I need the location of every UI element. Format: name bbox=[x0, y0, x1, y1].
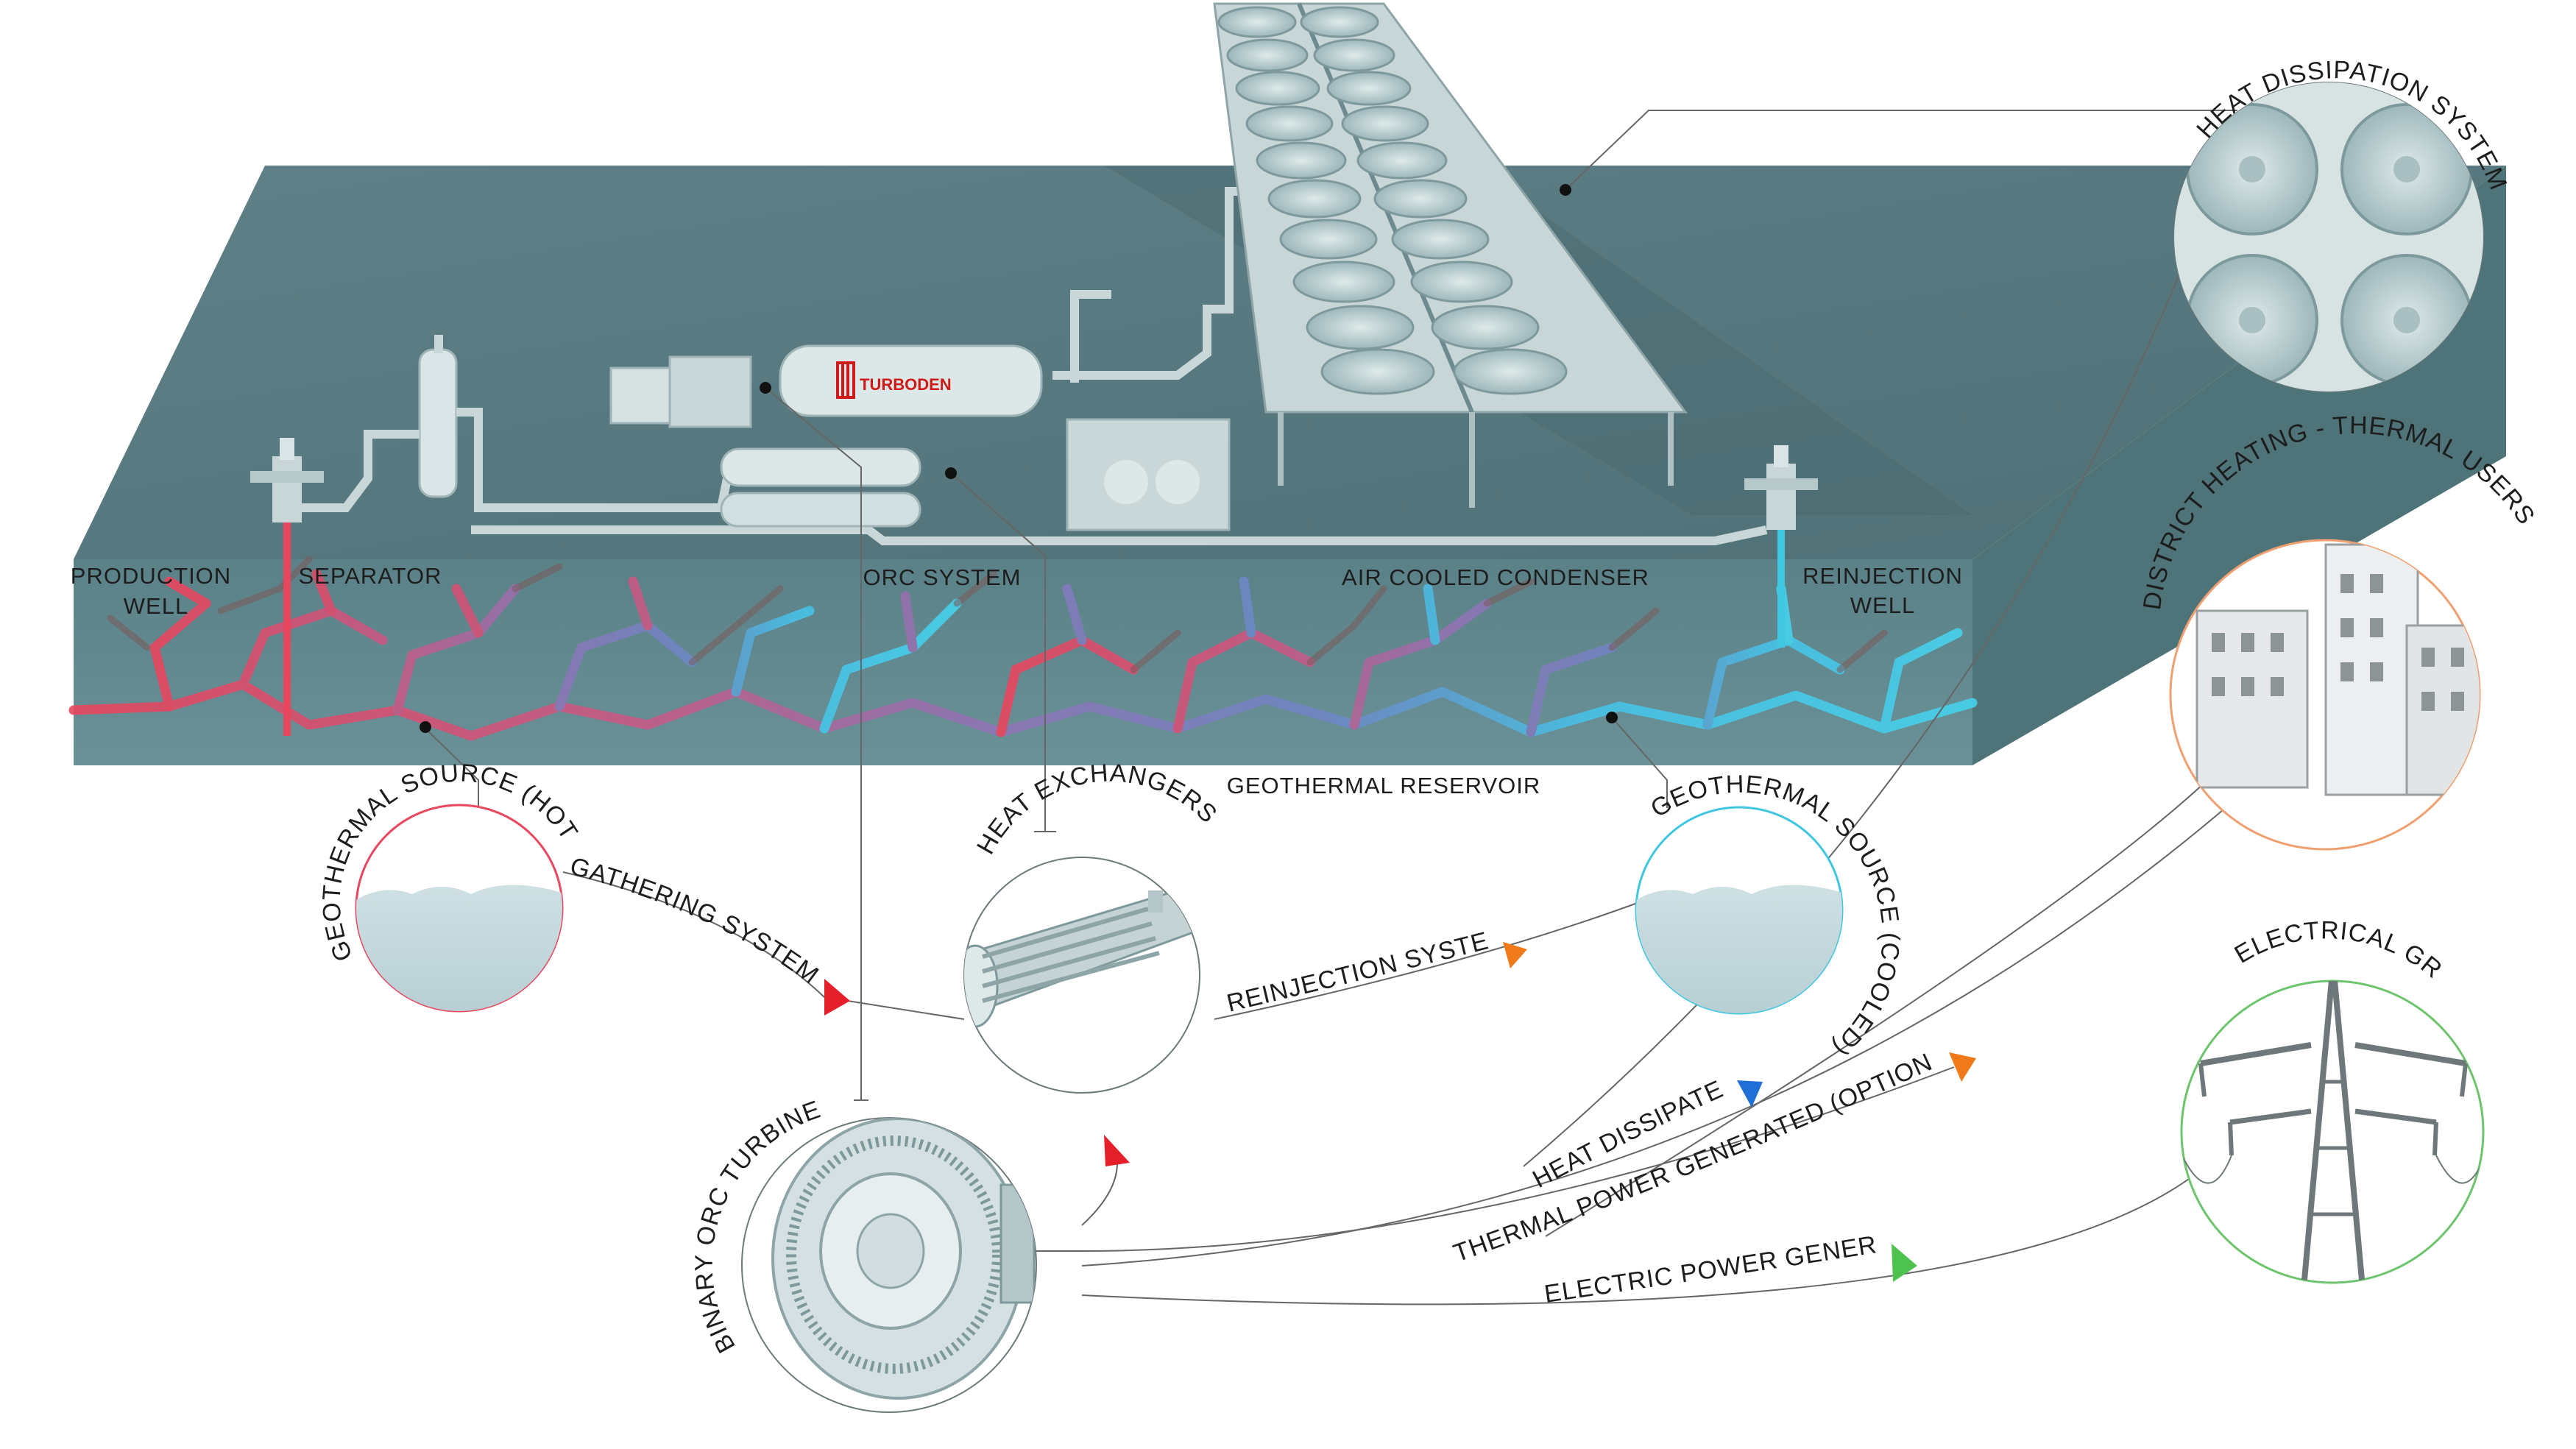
label-orc-system: ORC SYSTEM bbox=[863, 564, 1022, 590]
turboden-logo-text: TURBODEN bbox=[860, 375, 952, 394]
callout-heat-dissipation-system: HEAT DISSIPATION SYSTEM bbox=[2173, 56, 2512, 392]
plant-piping bbox=[302, 187, 1768, 545]
arrow-reinjection-icon bbox=[1503, 942, 1527, 968]
hot-water-icon bbox=[356, 885, 562, 1011]
label-production-well-line1: PRODUCTION bbox=[71, 563, 231, 589]
arrow-thermal-power-icon bbox=[1949, 1052, 1976, 1082]
arrow-turbine-icon bbox=[1104, 1135, 1130, 1166]
label-heat-exchangers: HEAT EXCHANGERS bbox=[972, 759, 1222, 859]
leader-lines bbox=[425, 110, 2275, 1305]
cooled-water-icon bbox=[1636, 885, 1842, 1013]
label-air-cooled-condenser: AIR COOLED CONDENSER bbox=[1342, 564, 1649, 590]
reinjection-well bbox=[1744, 445, 1818, 648]
label-geothermal-reservoir: GEOTHERMAL RESERVOIR bbox=[1227, 773, 1541, 798]
orc-module: TURBODEN bbox=[779, 344, 1043, 417]
heat-exchanger-icon bbox=[964, 889, 1200, 1028]
plant-label-group: PRODUCTION WELL SEPARATOR ORC SYSTEM AIR… bbox=[71, 563, 1963, 798]
arrow-heat-dissipated-icon bbox=[1737, 1080, 1763, 1108]
arrow-electric-power-icon bbox=[1892, 1244, 1917, 1282]
heat-exchanger-unit bbox=[720, 447, 921, 528]
separator-vessel bbox=[418, 335, 458, 498]
power-pylon-icon bbox=[2182, 981, 2483, 1283]
flow-arrowheads bbox=[824, 942, 1976, 1282]
turbine-icon bbox=[771, 1118, 1036, 1400]
turboden-logo-icon bbox=[836, 361, 855, 399]
leader-dots bbox=[420, 184, 1618, 733]
label-reinjection-well-line1: REINJECTION bbox=[1802, 563, 1963, 589]
cooling-fans-icon bbox=[2174, 82, 2483, 392]
buildings-icon bbox=[2195, 543, 2480, 796]
label-production-well-line2: WELL bbox=[124, 593, 188, 619]
arrow-gathering-icon bbox=[824, 979, 850, 1016]
reservoir-fractures-dark bbox=[107, 556, 1888, 673]
pump-skid bbox=[1066, 418, 1231, 531]
callout-heat-exchangers: HEAT EXCHANGERS bbox=[963, 759, 1222, 1094]
production-well bbox=[250, 438, 324, 736]
label-separator: SEPARATOR bbox=[298, 563, 442, 589]
label-gathering-system: GATHERING SYSTEM bbox=[567, 852, 824, 990]
callout-binary-orc-turbine: BINARY ORC TURBINE bbox=[690, 1095, 1037, 1413]
turbine-block bbox=[609, 355, 752, 428]
air-cooled-condenser bbox=[1213, 2, 1688, 508]
label-reinjection-well-line2: WELL bbox=[1850, 592, 1915, 618]
